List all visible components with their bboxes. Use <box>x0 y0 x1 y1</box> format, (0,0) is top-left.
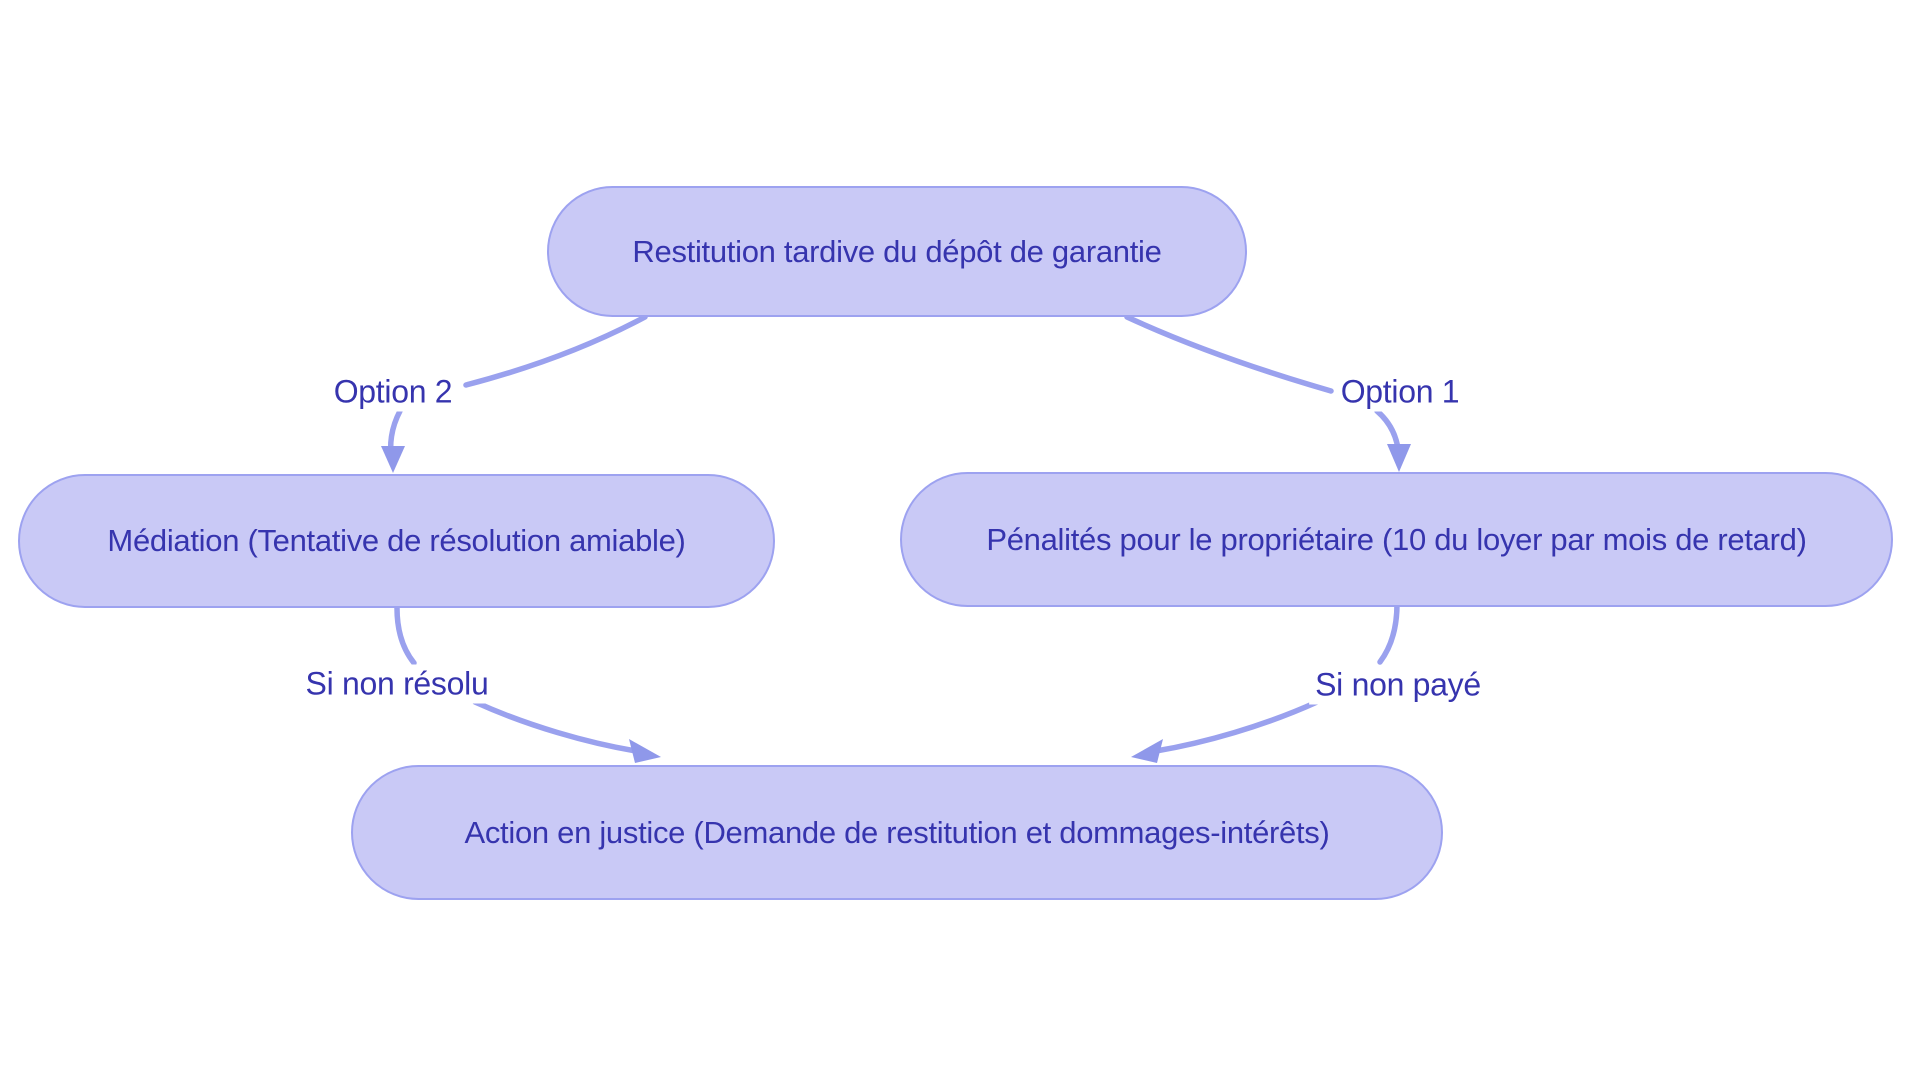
node-label: Action en justice (Demande de restitutio… <box>464 814 1330 850</box>
node-label: Restitution tardive du dépôt de garantie <box>632 233 1162 269</box>
arrowhead-down-icon <box>381 446 405 473</box>
arrowhead-right-icon <box>629 739 661 763</box>
edge-si-non-paye <box>1131 601 1400 763</box>
node-mediation: Médiation (Tentative de résolution amiab… <box>18 474 775 608</box>
arrowhead-left-icon <box>1131 739 1163 763</box>
node-label: Pénalités pour le propriétaire (10 du lo… <box>986 521 1807 557</box>
node-label: Médiation (Tentative de résolution amiab… <box>107 523 686 558</box>
arrowhead-down-icon <box>1387 444 1411 472</box>
edge-label-si-non-paye: Si non payé <box>1309 665 1487 705</box>
edge-label-option-2: Option 2 <box>327 372 459 412</box>
edge-option-1 <box>1124 314 1411 472</box>
node-penalites-proprietaire: Pénalités pour le propriétaire (10 du lo… <box>900 472 1893 607</box>
edge-label-option-1: Option 1 <box>1334 372 1466 412</box>
edge-label-si-non-resolu: Si non résolu <box>299 664 495 704</box>
node-restitution-tardive: Restitution tardive du dépôt de garantie <box>547 186 1247 317</box>
node-action-en-justice: Action en justice (Demande de restitutio… <box>351 765 1443 900</box>
edge-si-non-resolu <box>394 605 661 763</box>
edge-option-2 <box>381 314 648 473</box>
